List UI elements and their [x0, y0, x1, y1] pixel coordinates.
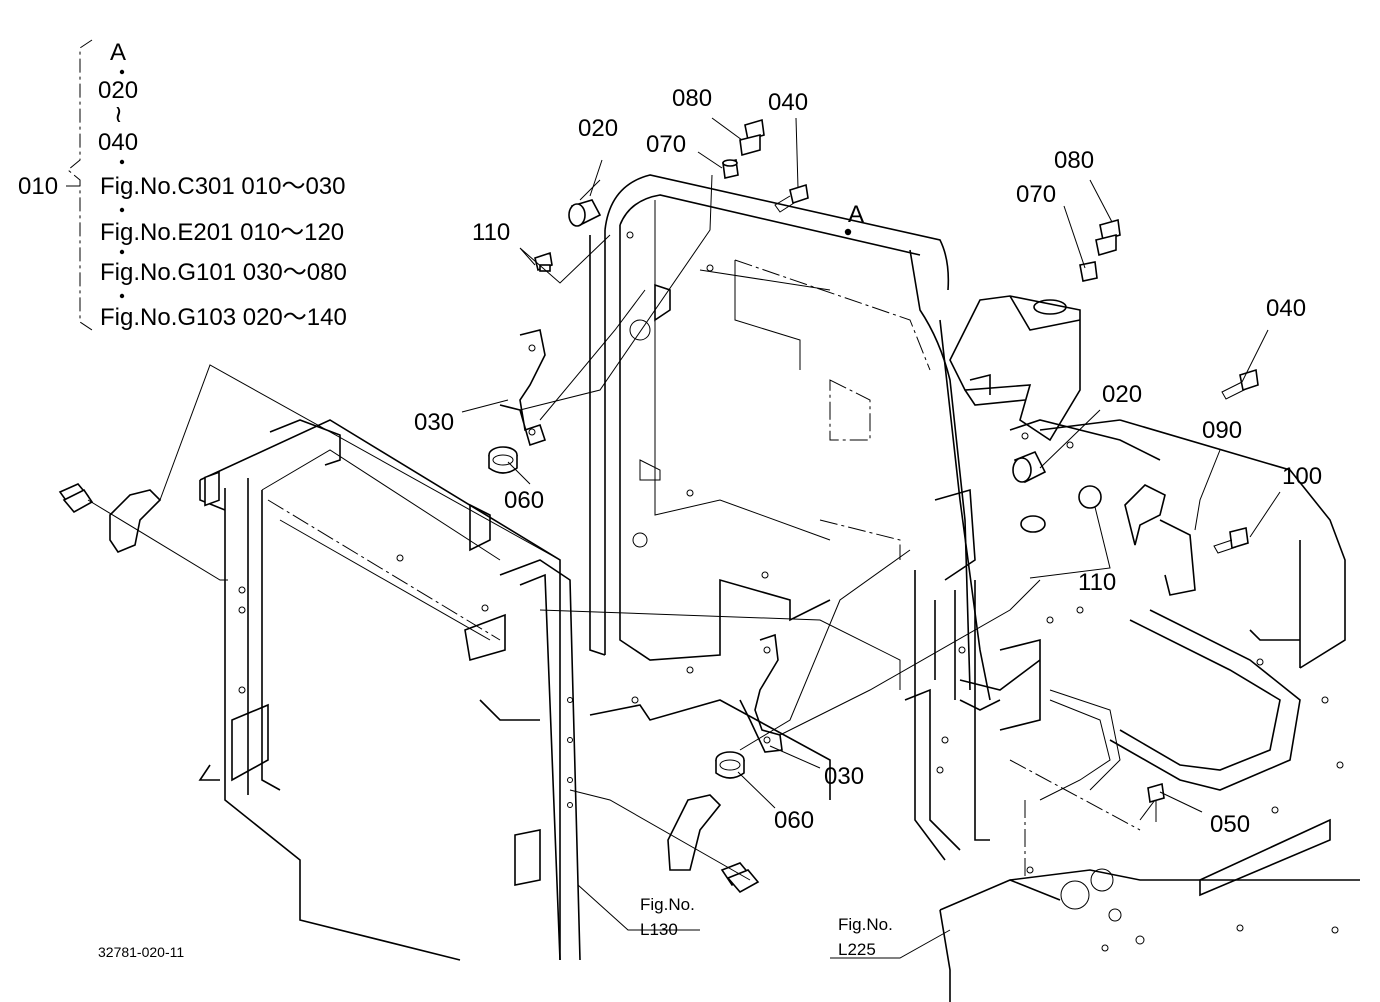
- base-plate: [939, 419, 1360, 1002]
- bracket-lower-mid: [667, 794, 722, 871]
- callout-080-right: 080: [1054, 147, 1094, 174]
- callout-100: 100: [1282, 463, 1322, 490]
- legend-line-a: A: [110, 39, 126, 66]
- plug-110-right: [1020, 485, 1102, 533]
- ref-l225-number: L225: [838, 940, 876, 959]
- legend-line-g103: Fig.No.G103 020～140: [100, 304, 347, 331]
- latch-090: [1124, 484, 1196, 596]
- leader-lines: [87, 117, 1281, 959]
- bracket-030-bottom: [739, 633, 783, 753]
- spacer-020-top: [568, 179, 602, 227]
- legend-dot: [119, 159, 125, 165]
- legend-line-c301: Fig.No.C301 010～030: [100, 173, 345, 200]
- mount-060-left: [488, 446, 518, 474]
- callout-030-left: 030: [414, 409, 454, 436]
- spacer-020-right: [1012, 450, 1047, 484]
- legend-dot: [119, 249, 125, 255]
- bracket-030-left: [499, 329, 547, 447]
- legend-dot: [119, 69, 125, 75]
- legend-dot: [119, 293, 125, 299]
- legend-parent-number: 010: [18, 173, 58, 200]
- callout-110-left: 110: [472, 219, 510, 246]
- bolt-100: [1213, 527, 1249, 554]
- ref-l130-number: L130: [640, 920, 678, 939]
- bolt-040-right: [1221, 368, 1259, 400]
- callout-080-left: 080: [672, 85, 712, 112]
- legend: A 020 ≀ 040 Fig.No.C301 010～030 Fig.No.E…: [18, 39, 347, 331]
- callout-070-right: 070: [1016, 181, 1056, 208]
- callout-040-right: 040: [1266, 295, 1306, 322]
- callout-020-right: 020: [1102, 381, 1142, 408]
- legend-line-tilde: ≀: [114, 101, 123, 128]
- legend-line-040: 040: [98, 129, 138, 156]
- bolt-040-top: [774, 183, 809, 213]
- bolt-080-right: [1079, 218, 1121, 282]
- callout-060-left: 060: [504, 487, 544, 514]
- side-pillar: [904, 249, 1041, 861]
- radiator-frame: [198, 419, 581, 961]
- cap-110-left: [534, 251, 553, 272]
- drawing-code: 32781-020-11: [98, 944, 184, 960]
- legend-line-020: 020: [98, 77, 138, 104]
- bolt-080-top: [722, 118, 765, 179]
- callout-070-left: 070: [646, 131, 686, 158]
- ref-l225-prefix: Fig.No.: [838, 915, 893, 934]
- callout-040-left: 040: [768, 89, 808, 116]
- upper-bracket: [949, 295, 1081, 442]
- callout-050: 050: [1210, 811, 1250, 838]
- legend-dot: [119, 207, 125, 213]
- ref-l130-prefix: Fig.No.: [640, 895, 695, 914]
- shroud-panel: [539, 174, 950, 800]
- callout-110-right: 110: [1078, 569, 1116, 596]
- legend-line-g101: Fig.No.G101 030～080: [100, 259, 347, 286]
- callout-030-bottom: 030: [824, 763, 864, 790]
- callout-020-top: 020: [578, 115, 618, 142]
- point-a-marker: [844, 228, 852, 236]
- bolt-left-side: [58, 483, 94, 514]
- bracket-lower-left: [109, 489, 162, 553]
- callouts: 080 040 020 070 110 080 070 A 040 020 09…: [414, 85, 1322, 838]
- callout-090: 090: [1202, 417, 1242, 444]
- callout-060-bottom: 060: [774, 807, 814, 834]
- bolt-050: [1147, 782, 1165, 822]
- figure-references: Fig.No. L130 Fig.No. L225: [640, 895, 893, 959]
- mount-060-bottom: [715, 751, 745, 779]
- legend-line-e201: Fig.No.E201 010～120: [100, 219, 344, 246]
- callout-point-a: A: [848, 201, 864, 228]
